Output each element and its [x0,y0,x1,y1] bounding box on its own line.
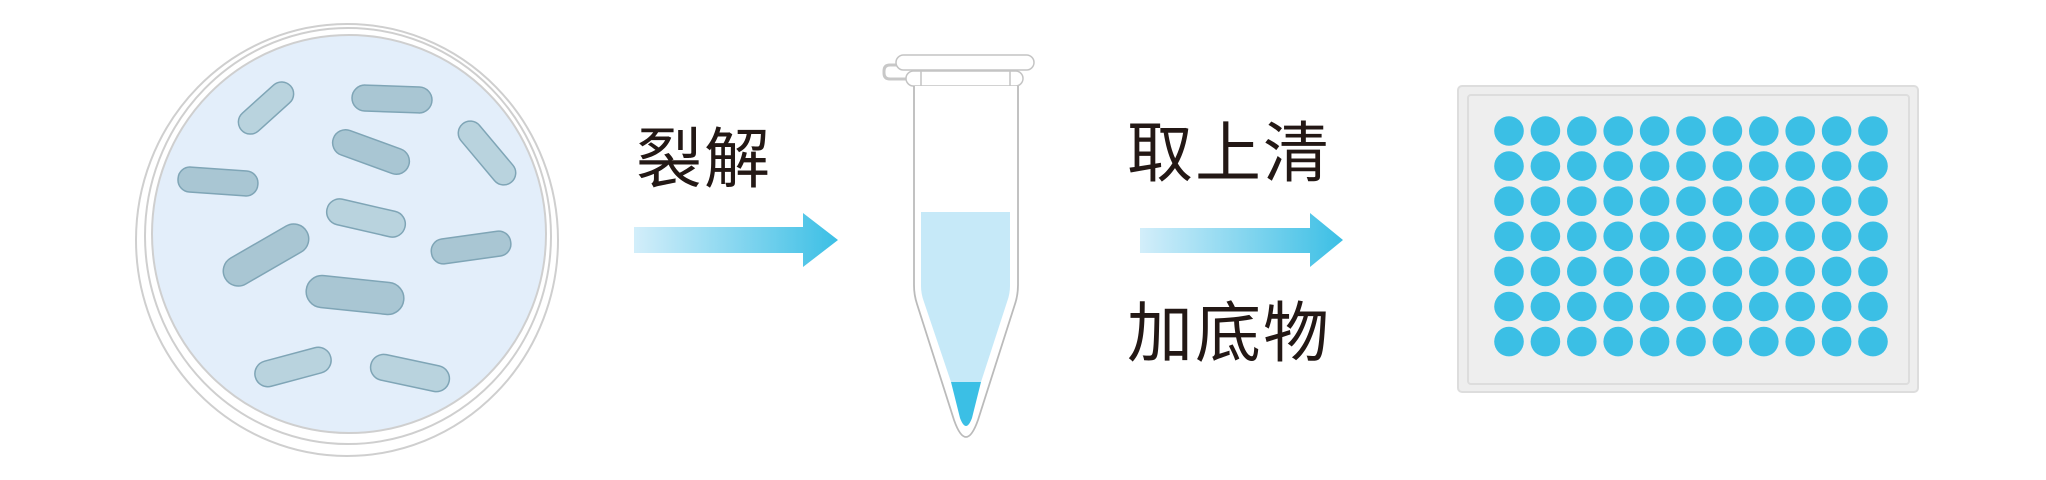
well [1494,221,1524,252]
bacterium [305,274,405,316]
bacterium [351,84,433,114]
well [1821,256,1852,287]
wells-grid [1494,116,1888,357]
well [1712,116,1743,146]
well [1639,116,1670,146]
well [1676,116,1706,146]
well [1821,291,1852,322]
bacterium [325,198,407,238]
bacteria-group [177,81,517,393]
well [1858,221,1888,252]
well [1858,291,1888,322]
well [1567,116,1597,146]
well [1749,291,1779,322]
microcentrifuge-tube [882,54,1035,438]
well [1530,256,1561,287]
well [1603,291,1633,322]
well [1749,256,1779,287]
well [1821,151,1852,181]
well [1712,151,1743,181]
well [1494,186,1524,216]
well [1639,151,1670,181]
well [1603,116,1633,146]
well [1821,116,1852,146]
well [1567,221,1597,252]
well-plate [1457,85,1919,393]
well [1712,186,1743,216]
well [1567,291,1597,322]
well [1749,116,1779,146]
bacterium [222,223,310,287]
well [1494,151,1524,181]
bacterium [177,166,259,197]
well [1639,221,1670,252]
well [1530,116,1561,146]
well [1530,291,1561,322]
well [1749,151,1779,181]
well [1749,186,1779,216]
well [1858,326,1888,357]
well [1494,116,1524,146]
well [1603,256,1633,287]
well [1603,151,1633,181]
well [1494,256,1524,287]
well [1785,151,1815,181]
well [1821,326,1852,357]
well [1785,116,1815,146]
well [1494,291,1524,322]
pellet [951,382,981,426]
well [1712,291,1743,322]
bacterium [331,129,411,175]
arrow-transfer [1140,213,1343,267]
well [1676,151,1706,181]
well [1639,291,1670,322]
well [1858,116,1888,146]
well [1712,256,1743,287]
well [1639,256,1670,287]
well [1494,326,1524,357]
well [1567,326,1597,357]
well [1603,326,1633,357]
well [1567,186,1597,216]
well [1749,326,1779,357]
bacterium [430,230,512,265]
well [1639,326,1670,357]
well [1676,186,1706,216]
take-supernatant-label: 取上清 [1127,115,1331,192]
well [1749,221,1779,252]
well [1567,256,1597,287]
lysis-label: 裂解 [636,121,772,198]
well [1785,221,1815,252]
well [1676,256,1706,287]
well [1639,186,1670,216]
well [1676,221,1706,252]
arrow-lysis [634,213,838,267]
well [1858,256,1888,287]
well [1567,151,1597,181]
well [1603,186,1633,216]
bacterium [237,81,295,135]
well [1603,221,1633,252]
well [1785,256,1815,287]
well [1785,186,1815,216]
well [1821,221,1852,252]
well [1530,221,1561,252]
well [1676,326,1706,357]
well [1712,326,1743,357]
well [1858,186,1888,216]
well [1821,186,1852,216]
supernatant-liquid [921,212,1010,382]
well [1676,291,1706,322]
bacterium [369,353,451,393]
well [1530,151,1561,181]
bacterium [254,346,332,388]
well [1858,151,1888,181]
well [1785,291,1815,322]
add-substrate-label: 加底物 [1127,295,1331,372]
well [1785,326,1815,357]
bacterium [457,120,517,186]
well [1530,326,1561,357]
well [1530,186,1561,216]
well [1712,221,1743,252]
